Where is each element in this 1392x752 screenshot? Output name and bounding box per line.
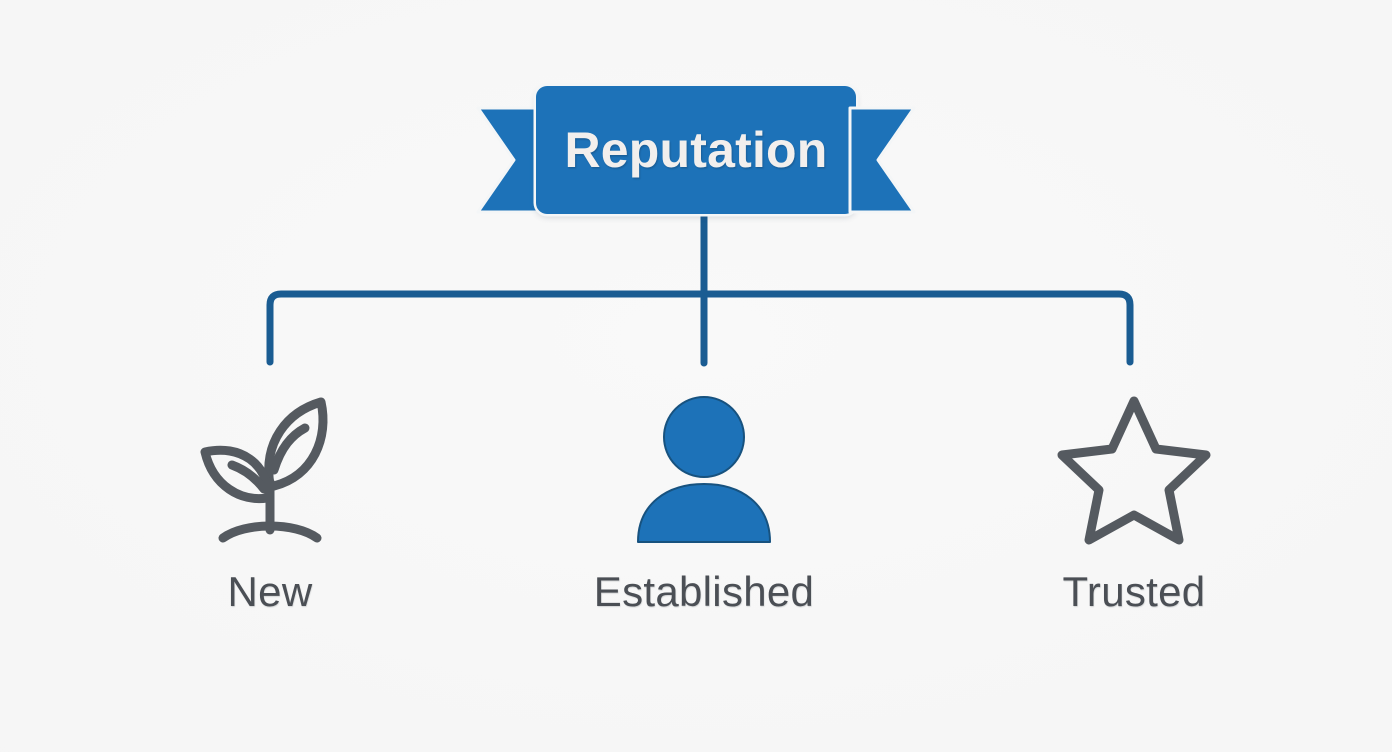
connector-bus-left [266, 290, 708, 366]
node-new-label: New [227, 568, 313, 615]
node-trusted[interactable]: Trusted [984, 380, 1284, 616]
star-icon [1057, 396, 1211, 544]
banner-plate: Reputation [536, 86, 856, 214]
node-established-label: Established [593, 568, 815, 615]
node-new[interactable]: New [120, 380, 420, 616]
ribbon-tail-right [848, 106, 916, 214]
node-new-icon-wrap [180, 380, 360, 560]
seedling-icon [200, 397, 328, 543]
node-trusted-label: Trusted [1062, 568, 1206, 615]
node-established[interactable]: Established [554, 380, 854, 616]
banner-title: Reputation [564, 122, 828, 178]
node-trusted-icon-wrap [1044, 380, 1224, 560]
connector-bus-right [700, 290, 1134, 366]
reputation-banner: Reputation [474, 86, 918, 216]
person-icon [637, 396, 771, 543]
ribbon-tail-left [476, 106, 544, 214]
node-established-icon-wrap [614, 380, 794, 560]
